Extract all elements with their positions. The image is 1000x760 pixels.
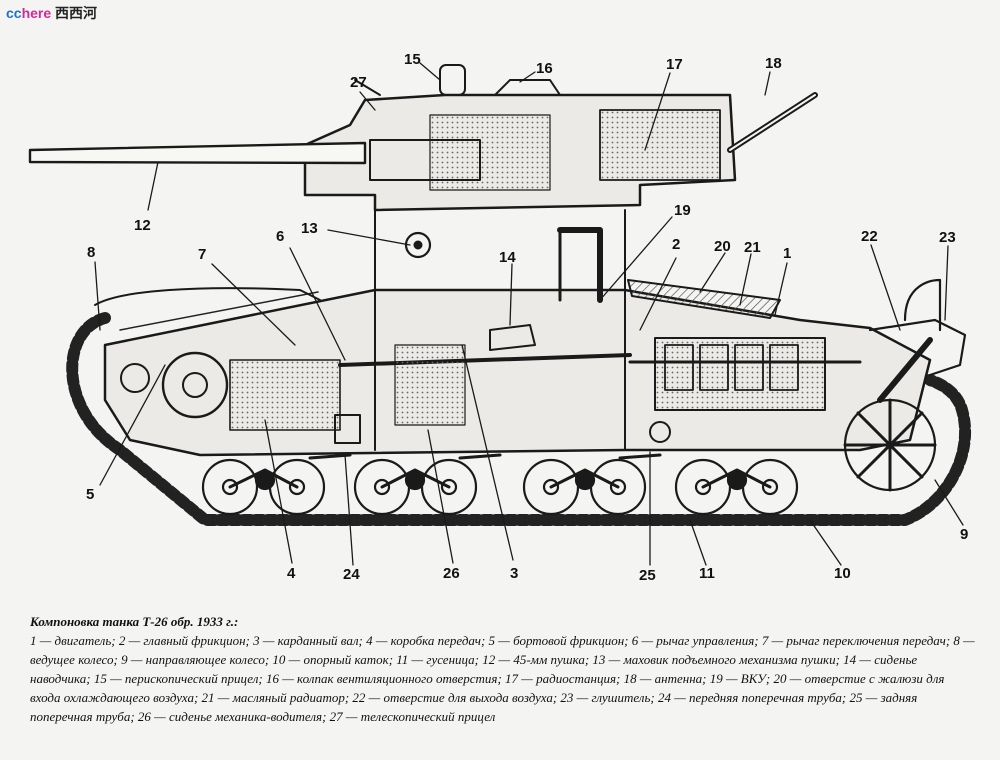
callout-17: 17 <box>666 56 683 73</box>
callout-11: 11 <box>699 565 715 582</box>
caption-title: Компоновка танка Т-26 обр. 1933 г.: <box>30 614 239 629</box>
leader-lines <box>94 62 964 566</box>
callout-1: 1 <box>783 245 792 262</box>
caption-legend: 1 — двигатель; 2 — главный фрикцион; 3 —… <box>30 633 975 724</box>
callout-21: 21 <box>744 239 761 256</box>
watermark-part-cc: cc <box>6 5 22 21</box>
callout-9: 9 <box>960 526 969 543</box>
callout-4: 4 <box>287 565 296 582</box>
callout-20: 20 <box>714 238 731 255</box>
callout-26: 26 <box>443 565 460 582</box>
callout-22: 22 <box>861 228 878 245</box>
idler-wheel <box>843 398 937 492</box>
watermark-part-site: 西西河 <box>55 5 98 21</box>
callout-25: 25 <box>639 567 656 584</box>
tank-drawing <box>28 62 972 566</box>
callout-6: 6 <box>276 228 285 245</box>
callout-16: 16 <box>536 60 553 77</box>
callout-24: 24 <box>343 566 360 583</box>
watermark-part-here: here <box>21 5 52 21</box>
callout-3: 3 <box>510 565 519 582</box>
callout-7: 7 <box>198 246 207 263</box>
callout-10: 10 <box>834 565 851 582</box>
callout-2: 2 <box>672 236 681 253</box>
track <box>66 291 972 526</box>
hull <box>103 209 967 457</box>
callout-27: 27 <box>350 74 367 91</box>
callout-14: 14 <box>499 249 516 266</box>
diagram-caption: Компоновка танка Т-26 обр. 1933 г.: 1 — … <box>30 612 975 726</box>
callout-19: 19 <box>674 202 691 219</box>
callout-8: 8 <box>87 244 96 261</box>
watermark: cchere 西西河 <box>6 3 97 23</box>
callout-13: 13 <box>301 220 318 237</box>
antenna <box>727 92 818 153</box>
callout-12: 12 <box>134 217 151 234</box>
callout-15: 15 <box>404 51 421 68</box>
callout-18: 18 <box>765 55 782 72</box>
callout-5: 5 <box>86 486 95 503</box>
turret <box>303 64 737 212</box>
callout-23: 23 <box>939 229 956 246</box>
road-wheels <box>201 453 799 516</box>
gun-45mm <box>28 141 367 165</box>
